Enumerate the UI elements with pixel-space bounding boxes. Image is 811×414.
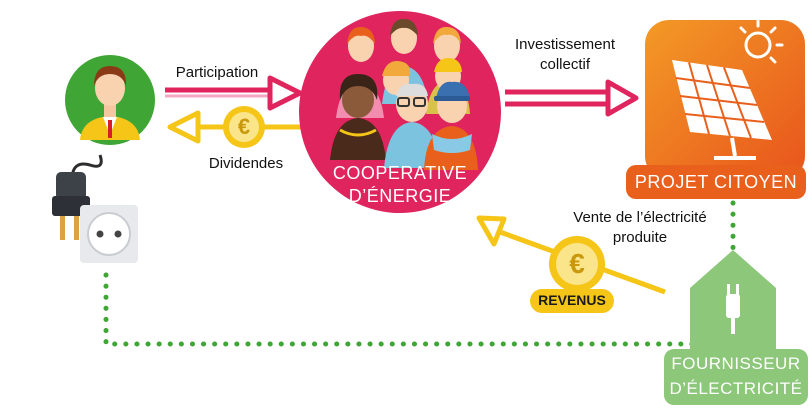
projet-citoyen-panel (645, 19, 805, 180)
fournisseur-house (690, 250, 776, 352)
power-line (103, 200, 736, 347)
investissement-label-line2: collectif (539, 56, 591, 73)
projet-citoyen-label: PROJET CITOYEN (634, 172, 798, 192)
investissement-label-line1: Investissement (514, 36, 616, 53)
revenus-label: REVENUS (538, 292, 606, 308)
fournisseur-label-line2: D’ÉLECTRICITÉ (669, 379, 803, 398)
fournisseur-badge (664, 349, 808, 405)
revenus-coin-symbol: € (569, 248, 585, 279)
dividendes-coin-symbol: € (237, 114, 251, 139)
dividendes-label: Dividendes (208, 155, 284, 172)
cooperative-circle (299, 11, 501, 213)
vente-label-line2: produite (612, 229, 668, 246)
projet-citoyen-badge (626, 165, 806, 199)
citizen-avatar (65, 55, 155, 145)
investissement-arrow (505, 79, 639, 117)
cooperative-label-line2: D’ÉNERGIE (348, 186, 452, 206)
revenus-badge (530, 289, 614, 313)
participation-label: Participation (175, 64, 259, 81)
vente-label-line1: Vente de l’électricité (573, 209, 707, 226)
socket-icon (80, 205, 138, 263)
plug-icon (52, 154, 103, 240)
cooperative-label-line1: COOPERATIVE (332, 163, 468, 183)
dividendes-coin-icon (223, 106, 265, 148)
participation-arrow (165, 75, 303, 111)
fournisseur-label-line1: FOURNISSEUR (671, 354, 801, 373)
revenus-coin-icon (549, 236, 605, 292)
